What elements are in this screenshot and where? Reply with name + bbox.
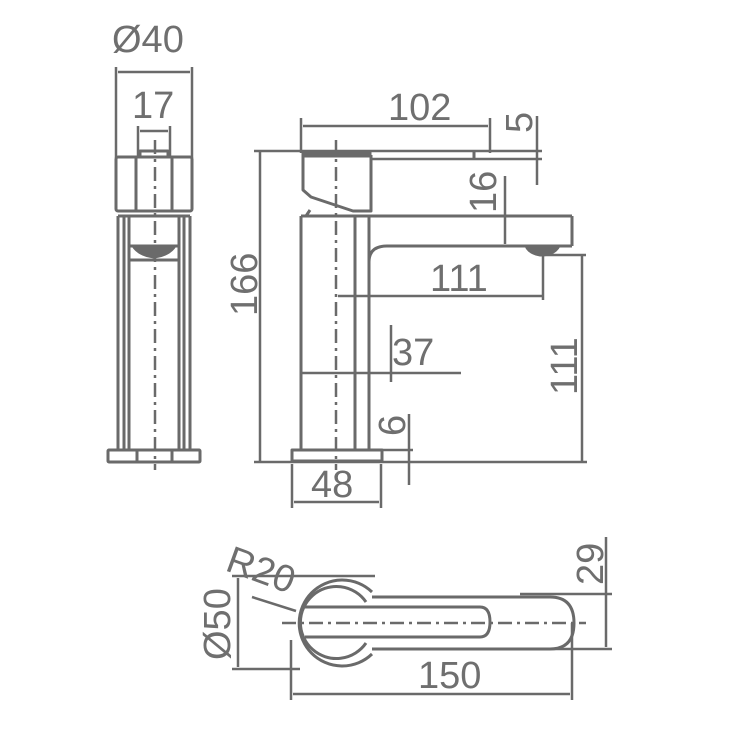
dim-spout-reach: 111 bbox=[430, 258, 488, 300]
dim-base-width: 48 bbox=[311, 464, 353, 506]
dim-outlet-height: 111 bbox=[544, 337, 586, 395]
front-view: 102 5 16 166 bbox=[224, 87, 587, 508]
dim-total-height: 166 bbox=[224, 253, 266, 316]
top-view: Ø50 R20 29 150 bbox=[197, 537, 612, 700]
dim-handle-thickness: 5 bbox=[499, 112, 541, 133]
dim-handle-length: 102 bbox=[388, 87, 451, 129]
dim-handle-width: 17 bbox=[132, 85, 174, 127]
dim-spout-width: 29 bbox=[570, 543, 612, 585]
dim-spout-height: 16 bbox=[463, 171, 505, 213]
dim-total-length: 150 bbox=[418, 655, 481, 697]
side-view: Ø40 17 bbox=[106, 19, 202, 470]
dim-body-depth: 37 bbox=[392, 332, 434, 374]
dim-base-thickness: 6 bbox=[372, 415, 414, 436]
dim-body-diameter: Ø40 bbox=[112, 19, 184, 61]
dim-base-diameter: Ø50 bbox=[197, 588, 239, 660]
